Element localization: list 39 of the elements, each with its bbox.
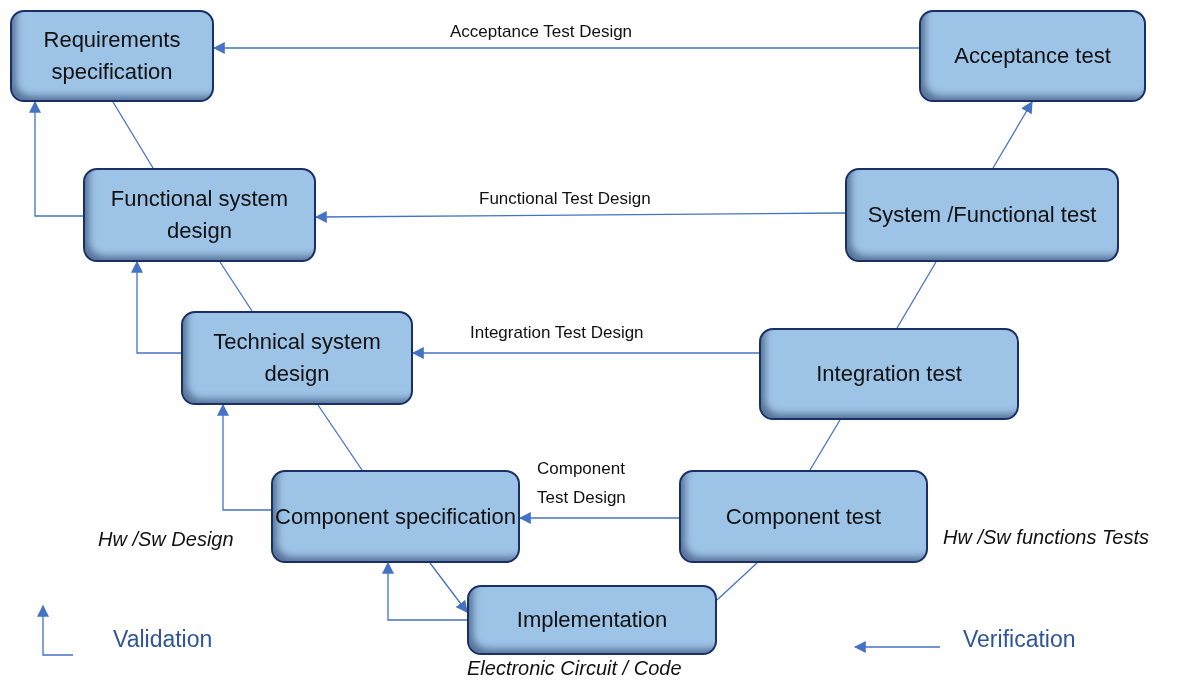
arrow [429,562,468,613]
node-label: Component specification [275,502,516,531]
arrow [131,260,182,354]
node-label: Technical system design [212,328,382,388]
legend-label: Validation [113,626,213,653]
node-label: Component test [725,502,882,531]
connector-line [716,562,758,601]
connector-line [809,419,841,471]
node-caption: Hw /Sw functions Tests [943,526,1149,549]
connector-line [896,261,937,329]
arrow [992,100,1033,169]
arrow [411,347,760,359]
node-label: System /Functional test [867,201,1097,229]
arrow [314,210,846,223]
arrow [212,42,920,54]
process-box [467,585,717,655]
arrow [29,100,84,217]
node-label: Integration test [816,360,962,388]
node-label: Requirements specification [42,26,182,86]
node-label: Acceptance test [954,42,1111,70]
arrow [518,512,680,524]
process-box [271,470,520,563]
process-box [759,328,1019,420]
legend-label: Verification [963,626,1076,653]
process-box [83,168,316,262]
process-box [679,470,928,563]
process-box [181,311,413,405]
process-box [10,10,214,102]
connector-line [112,101,154,169]
connector-line [219,261,253,312]
node-label: Functional system design [109,185,290,245]
arrow [382,561,468,621]
node-caption: Electronic Circuit / Code [467,657,682,680]
connector-line [317,404,363,471]
process-box [845,168,1119,262]
node-caption: Hw /Sw Design [98,528,234,551]
process-box [919,10,1146,102]
node-label: Implementation [516,606,668,634]
arrow [217,403,272,511]
